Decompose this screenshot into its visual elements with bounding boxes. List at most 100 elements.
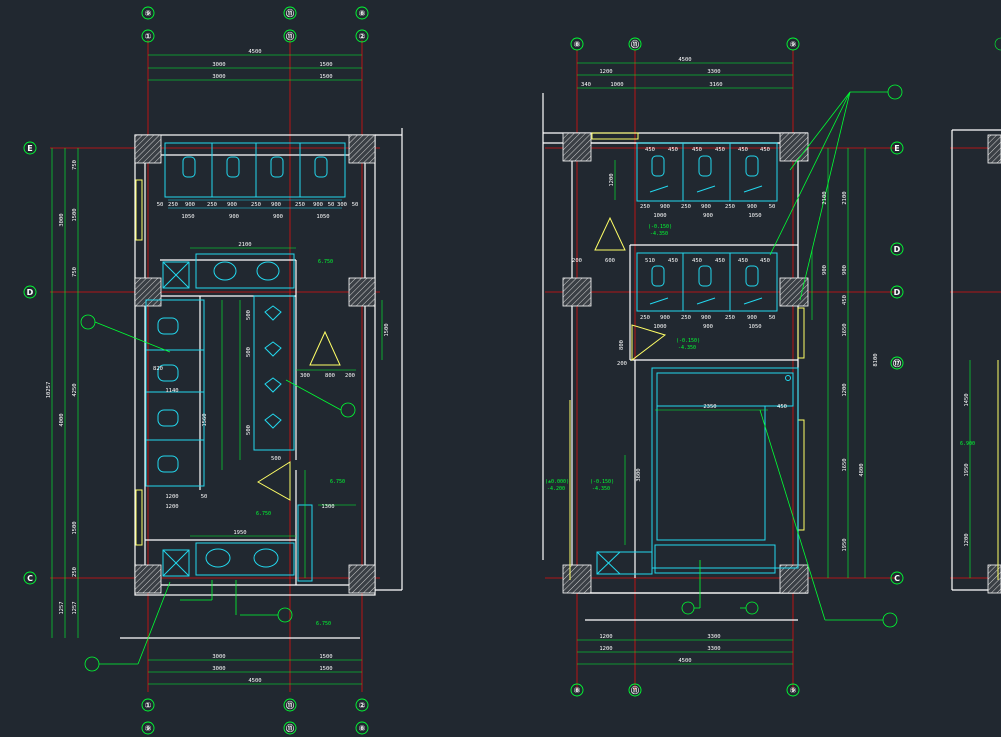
p1-stall-d7: 900 [271,202,281,208]
p2-right-d9: 4800 [859,463,865,476]
p1-stall2-d1: 1050 [181,214,194,220]
p1-inner-d10: 1560 [202,413,208,426]
plan-1-grid-axes [50,40,380,692]
p2-stall-mid2-d7: 50 [769,315,776,321]
p2-top-r3-b: 1000 [610,82,623,88]
p1-axis-bottom-1: ① [145,701,152,710]
p1-left-seg-b: 4000 [59,413,65,426]
p2-right-d7: 1200 [842,383,848,396]
p1-inner-d4: 1200 [165,504,178,510]
p2-right-d4: 900 [842,265,848,275]
p2-stall-top2-d5: 250 [725,204,735,210]
p1-level-4: 6.750 [316,621,331,627]
p2-level-2b: -4.350 [678,345,696,351]
p2-stall-top2-d7: 50 [769,204,776,210]
plan-2-openings [569,132,805,580]
p3-left-d3: 1200 [964,533,970,546]
p2-axis-right-4: ⑰ [893,358,901,368]
p2-stall-top-d1: 450 [645,147,655,153]
p1-bot-r1-b: 1500 [319,654,332,660]
p1-inner-d2: 1140 [165,388,178,394]
p2-stall-mid3-d3: 1050 [748,324,761,330]
p2-stall-top-d4: 450 [715,147,725,153]
p2-stall-mid2-d6: 900 [747,315,757,321]
p2-stall-mid2-d3: 250 [681,315,691,321]
p1-bot-r2-a: 3000 [212,666,225,672]
p2-stall-mid-d1: 510 [645,258,655,264]
p1-left-sub-3: 750 [72,267,78,277]
p2-misc: 200 [617,361,627,367]
p1-top-r3-a: 3000 [212,74,225,80]
p2-level-1a: (-0.150) [648,224,672,230]
p1-axis-top-inner-2: ⑪ [286,31,294,41]
p1-left-seg-a: 3000 [59,213,65,226]
plan-2-columns [562,132,809,594]
p1-left-total: 10257 [46,382,52,399]
p2-right-d10: 1950 [842,538,848,551]
p2-stall-top-d6: 450 [760,147,770,153]
p2-right-d5: 450 [842,295,848,305]
p2-stall-mid3-d1: 1000 [653,324,666,330]
p1-axis-top-inner-1: ① [145,32,152,41]
p2-stall-mid-d6: 450 [760,258,770,264]
p2-stall-mid2-d1: 250 [640,315,650,321]
p1-left-sub-4: 4250 [72,383,78,396]
p2-axis-top-1: ⑧ [574,40,581,49]
p1-inner-d6: 300 [300,373,310,379]
p2-stall-mid-d2: 450 [668,258,678,264]
p1-stall2-d3: 900 [273,214,283,220]
p1-urinal-d3: 500 [246,425,252,435]
p2-axis-bottom-3: ⑨ [790,686,797,695]
plan-1-dimension-lines [51,54,383,685]
p1-stall-d1: 50 [157,202,164,208]
p1-axis-left-D: D [27,288,34,297]
p1-top-total: 4500 [248,49,261,55]
p2-right-d11: 8100 [873,353,879,366]
plan-1-walls [120,128,403,639]
p1-axis-bottom-outer-3: ⑧ [359,724,366,733]
p2-right-d3: 900 [822,265,828,275]
p1-urinal-d2: 500 [246,347,252,357]
p3-level: 6.900 [960,441,975,447]
p1-urinal-d4: 500 [271,456,281,462]
plan-1-wc-stalls [145,142,346,582]
p3-left-d2: 1950 [964,463,970,476]
p1-stall-d4: 250 [207,202,217,208]
p2-stall-top2-d4: 900 [701,204,711,210]
plan-1-dimension-texts: 4500 3000 1500 3000 1500 3000 1500 3000 … [46,49,390,684]
p2-right-d6: 1650 [842,323,848,336]
p2-axis-top-3: ⑨ [790,40,797,49]
p1-level-3: 6.750 [256,511,271,517]
p2-left-d5: 3800 [636,468,642,481]
p2-top-r2-a: 1200 [599,69,612,75]
p1-stall-d5: 900 [227,202,237,208]
p1-top-r2-b: 1500 [319,62,332,68]
p1-vanity-bottom: 1950 [233,530,246,536]
p2-stall-top-d5: 450 [738,147,748,153]
p2-axis-bottom-2: ⑪ [631,685,639,695]
p2-stall-top2-d2: 900 [660,204,670,210]
p1-left-sub-6: 250 [72,567,78,577]
p2-stall-mid-d4: 450 [715,258,725,264]
p2-shower-d1: 2350 [703,404,716,410]
p1-axis-top-inner-3: ② [359,32,366,41]
p1-axis-top-3: ⑧ [359,9,366,18]
p2-stall-mid-d3: 450 [692,258,702,264]
p1-level-2: 6.750 [330,479,345,485]
p1-bot-r2-b: 1500 [319,666,332,672]
p1-bot-r1-a: 3000 [212,654,225,660]
p1-urinal-d1: 500 [246,310,252,320]
p2-stall-top2-d3: 250 [681,204,691,210]
p1-vanity-top: 2100 [238,242,251,248]
plan-2-walls [542,93,808,621]
p1-stall2-d2: 900 [229,214,239,220]
p2-level-4b: -4.350 [592,486,610,492]
p1-left-seg-d: 1257 [59,601,65,614]
p2-level-2a: (-0.150) [676,338,700,344]
p1-inner-d7: 800 [325,373,335,379]
p2-stall-top3-d1: 1000 [653,213,666,219]
p1-stall-d10: 50 [328,202,335,208]
p2-bot-r1-b: 3300 [707,634,720,640]
p2-left-d4: 800 [619,340,625,350]
